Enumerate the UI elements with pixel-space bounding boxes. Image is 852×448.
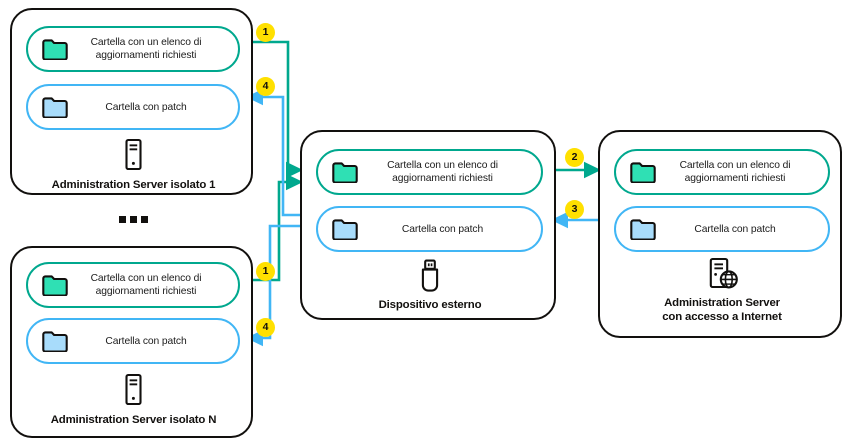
panel-isolated-server-1: Cartella con un elenco di aggiornamenti …	[10, 8, 253, 195]
row-patch-folder[interactable]: Cartella con patch	[26, 318, 240, 364]
ellipsis-dot	[141, 216, 148, 223]
step-badge-4-bottom: 4	[256, 318, 275, 337]
row-label: Cartella con patch	[105, 101, 187, 113]
folder-blue-icon	[630, 218, 656, 241]
row-label: Cartella con un elenco di aggiornamenti …	[90, 37, 202, 61]
ellipsis-dot	[119, 216, 126, 223]
panel-isolated-server-n: Cartella con un elenco di aggiornamenti …	[10, 246, 253, 438]
folder-teal-icon	[42, 274, 68, 297]
row-label: Cartella con patch	[105, 335, 187, 347]
server-internet-icon	[702, 256, 744, 294]
row-updates-folder[interactable]: Cartella con un elenco di aggiornamenti …	[614, 149, 830, 195]
step-badge-1-top: 1	[256, 23, 275, 42]
row-label: Cartella con patch	[401, 223, 484, 235]
ellipsis-dot	[130, 216, 137, 223]
connector-step-4-bottom	[245, 224, 302, 347]
panel-caption: Administration Server isolato 1	[51, 179, 216, 191]
server-tower-icon	[116, 137, 150, 175]
row-updates-folder[interactable]: Cartella con un elenco di aggiornamenti …	[26, 262, 240, 308]
step-badge-4-top: 4	[256, 77, 275, 96]
ellipsis-more-servers	[119, 216, 148, 223]
row-label: Cartella con un elenco di aggiornamenti …	[90, 273, 202, 297]
panel-caption-line2: con accesso a Internet	[662, 311, 782, 323]
connector-step-4-top	[245, 88, 302, 217]
folder-teal-icon	[42, 38, 68, 61]
panel-external-device: Cartella con un elenco di aggiornamenti …	[300, 130, 556, 320]
panel-caption: Administration Server isolato N	[50, 414, 217, 426]
panel-caption: Dispositivo esterno	[378, 299, 482, 311]
step-badge-1-bottom: 1	[256, 262, 275, 281]
step-badge-2: 2	[565, 148, 584, 167]
usb-drive-icon	[413, 258, 447, 296]
folder-blue-icon	[332, 218, 358, 241]
row-updates-folder[interactable]: Cartella con un elenco di aggiornamenti …	[316, 149, 543, 195]
folder-teal-icon	[630, 161, 656, 184]
row-updates-folder[interactable]: Cartella con un elenco di aggiornamenti …	[26, 26, 240, 72]
row-patch-folder[interactable]: Cartella con patch	[26, 84, 240, 130]
row-patch-folder[interactable]: Cartella con patch	[316, 206, 543, 252]
row-label: Cartella con patch	[694, 223, 776, 235]
row-patch-folder[interactable]: Cartella con patch	[614, 206, 830, 252]
panel-internet-server: Cartella con un elenco di aggiornamenti …	[598, 130, 842, 338]
row-label: Cartella con un elenco di aggiornamenti …	[679, 160, 791, 184]
step-badge-3: 3	[565, 200, 584, 219]
folder-teal-icon	[332, 161, 358, 184]
server-tower-icon	[116, 372, 150, 410]
folder-blue-icon	[42, 96, 68, 119]
row-label: Cartella con un elenco di aggiornamenti …	[387, 160, 498, 184]
panel-caption-line1: Administration Server	[664, 297, 780, 309]
folder-blue-icon	[42, 330, 68, 353]
